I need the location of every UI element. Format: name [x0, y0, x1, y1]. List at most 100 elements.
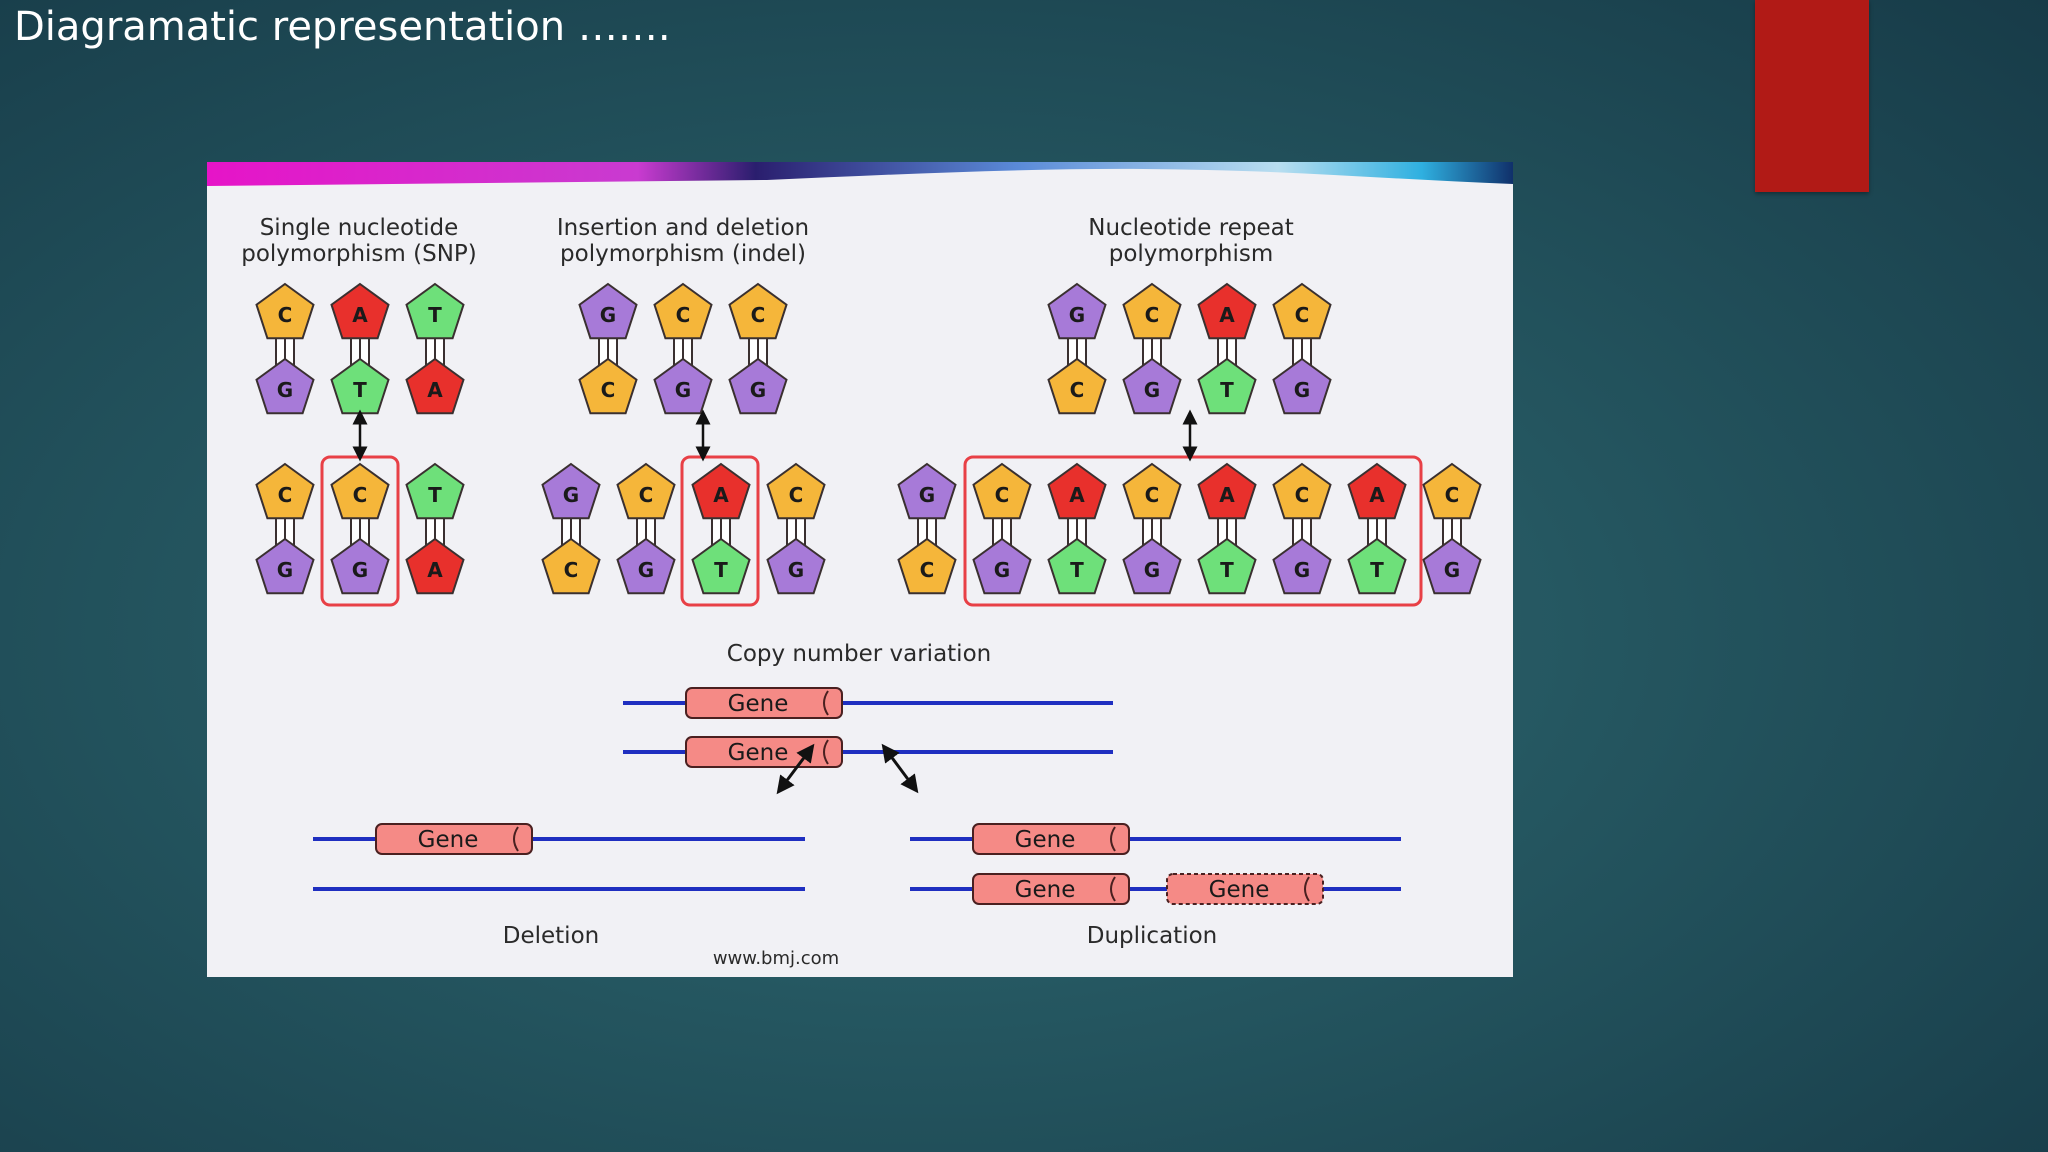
gene-label: Gene — [728, 691, 789, 717]
repeat-top-pair-bottom-nucleotide: C — [1047, 357, 1107, 415]
snp-bottom-pair: CG — [255, 462, 315, 595]
snp-bottom-pair-bottom-nucleotide: A — [405, 537, 465, 595]
indel-top-pair-bottom-nucleotide: G — [653, 357, 713, 415]
duplication-arrow — [881, 743, 919, 794]
snp-heading-line2: polymorphism (SNP) — [241, 241, 477, 267]
indel-bottom-pair: AT — [691, 462, 751, 595]
gene-label: Gene — [418, 827, 479, 853]
gene-label: Gene — [728, 740, 789, 766]
duplication-label: Duplication — [1087, 923, 1217, 949]
deletion-label: Deletion — [503, 923, 599, 949]
snp-bottom-pair-top-nucleotide: C — [255, 462, 315, 520]
repeat-highlight-box — [963, 455, 1423, 607]
svg-text:C: C — [564, 558, 579, 582]
snp-top-pair-top-nucleotide: T — [405, 282, 465, 340]
svg-text:T: T — [353, 378, 367, 402]
svg-text:C: C — [1145, 483, 1160, 507]
svg-text:A: A — [1219, 483, 1235, 507]
repeat-bottom-pair-bottom-nucleotide: T — [1197, 537, 1257, 595]
indel-top-pair: CG — [728, 282, 788, 415]
svg-text:T: T — [1070, 558, 1084, 582]
repeat-top-pair-top-nucleotide: C — [1122, 282, 1182, 340]
indel-top-pair-bottom-nucleotide: C — [578, 357, 638, 415]
original-gene-1: Gene — [685, 687, 843, 719]
slide-title: Diagramatic representation ……. — [14, 4, 671, 50]
svg-text:G: G — [277, 378, 293, 402]
indel-heading-line1: Insertion and deletion — [557, 215, 809, 241]
repeat-top-pair-bottom-nucleotide: G — [1122, 357, 1182, 415]
svg-text:T: T — [428, 483, 442, 507]
repeat-bottom-pair-top-nucleotide: A — [1347, 462, 1407, 520]
repeat-bottom-pair: CG — [1422, 462, 1482, 595]
repeat-bottom-pair-top-nucleotide: A — [1047, 462, 1107, 520]
svg-text:C: C — [353, 483, 368, 507]
original-gene-2: Gene — [685, 736, 843, 768]
repeat-bottom-pair-bottom-nucleotide: G — [1122, 537, 1182, 595]
repeat-bottom-pair-top-nucleotide: A — [1197, 462, 1257, 520]
indel-highlight-box — [680, 455, 760, 607]
svg-text:G: G — [919, 483, 935, 507]
svg-text:C: C — [995, 483, 1010, 507]
svg-text:T: T — [1370, 558, 1384, 582]
svg-text:C: C — [751, 303, 766, 327]
svg-text:C: C — [920, 558, 935, 582]
snp-top-pair: AT — [330, 282, 390, 415]
deletion-arrow — [776, 743, 815, 795]
svg-text:A: A — [427, 558, 443, 582]
svg-text:G: G — [1069, 303, 1085, 327]
snp-bottom-pair-top-nucleotide: T — [405, 462, 465, 520]
indel-bottom-pair-top-nucleotide: G — [541, 462, 601, 520]
svg-text:G: G — [352, 558, 368, 582]
repeat-bottom-pair: CG — [1272, 462, 1332, 595]
header-band — [207, 162, 1513, 186]
duplicated-gene-copy: Gene — [1166, 873, 1324, 905]
svg-text:A: A — [427, 378, 443, 402]
svg-text:C: C — [278, 303, 293, 327]
source-credit: www.bmj.com — [713, 948, 839, 969]
svg-text:G: G — [1294, 558, 1310, 582]
svg-text:A: A — [1069, 483, 1085, 507]
svg-text:C: C — [1295, 483, 1310, 507]
svg-text:T: T — [1220, 378, 1234, 402]
repeat-top-pair-bottom-nucleotide: G — [1272, 357, 1332, 415]
indel-top-pair: CG — [653, 282, 713, 415]
repeat-bottom-pair-top-nucleotide: C — [972, 462, 1032, 520]
snp-top-pair: TA — [405, 282, 465, 415]
indel-top-pair-bottom-nucleotide: G — [728, 357, 788, 415]
svg-text:C: C — [601, 378, 616, 402]
repeat-top-pair-top-nucleotide: C — [1272, 282, 1332, 340]
repeat-bottom-pair-bottom-nucleotide: G — [1272, 537, 1332, 595]
repeat-top-pair: AT — [1197, 282, 1257, 415]
svg-text:G: G — [638, 558, 654, 582]
indel-bottom-pair-bottom-nucleotide: G — [616, 537, 676, 595]
repeat-top-pair-top-nucleotide: A — [1197, 282, 1257, 340]
indel-bottom-pair-bottom-nucleotide: T — [691, 537, 751, 595]
svg-text:G: G — [600, 303, 616, 327]
svg-text:G: G — [277, 558, 293, 582]
svg-text:G: G — [750, 378, 766, 402]
repeat-bottom-pair-bottom-nucleotide: C — [897, 537, 957, 595]
repeat-heading-line1: Nucleotide repeat — [1088, 215, 1293, 241]
repeat-bottom-pair: AT — [1347, 462, 1407, 595]
svg-text:A: A — [352, 303, 368, 327]
duplication-gene-1: Gene — [972, 823, 1130, 855]
duplication-gene-2: Gene — [972, 873, 1130, 905]
svg-text:A: A — [1369, 483, 1385, 507]
svg-text:G: G — [1144, 378, 1160, 402]
snp-top-pair-top-nucleotide: A — [330, 282, 390, 340]
snp-bottom-pair-top-nucleotide: C — [330, 462, 390, 520]
base-pairs-layer: CGATTACGCGTAGCCGCGGCCGATCGGCCGATCGGCCGAT… — [255, 282, 1482, 595]
svg-text:G: G — [1444, 558, 1460, 582]
gene-label: Gene — [1209, 877, 1270, 903]
indel-top-pair: GC — [578, 282, 638, 415]
indel-heading-line2: polymorphism (indel) — [560, 241, 806, 267]
indel-bottom-pair: GC — [541, 462, 601, 595]
svg-text:A: A — [1219, 303, 1235, 327]
indel-bottom-pair: CG — [766, 462, 826, 595]
snp-bottom-pair: TA — [405, 462, 465, 595]
repeat-bottom-pair-bottom-nucleotide: T — [1347, 537, 1407, 595]
repeat-top-pair: CG — [1122, 282, 1182, 415]
accent-block — [1755, 0, 1869, 192]
repeat-bottom-pair: AT — [1047, 462, 1107, 595]
